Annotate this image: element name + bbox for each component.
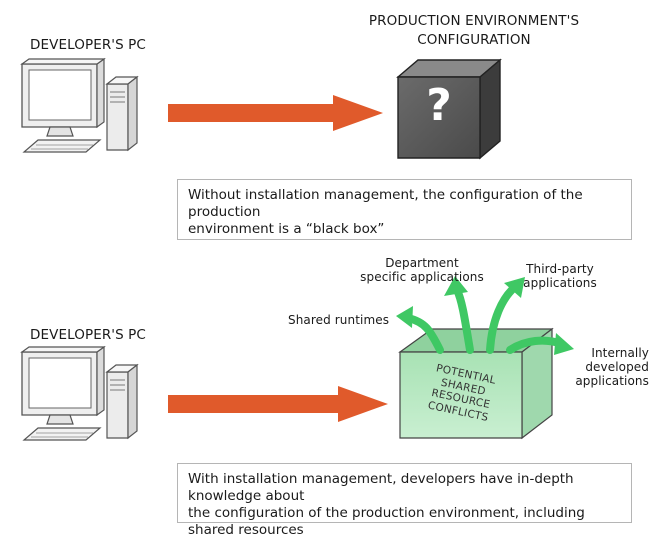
caption-top-line2: environment is a “black box”	[188, 221, 385, 237]
internal-apps-line1: Internally	[591, 346, 649, 360]
diagram-canvas	[20, 57, 574, 441]
internal-apps-line2: developed	[585, 360, 649, 374]
production-config-label: PRODUCTION ENVIRONMENT'S CONFIGURATION	[354, 12, 594, 50]
caption-box-bottom: With installation management, developers…	[177, 463, 632, 538]
department-apps-line2: specific applications	[360, 270, 484, 284]
third-party-apps-line1: Third-party	[526, 262, 594, 276]
question-mark-icon: ?	[426, 80, 452, 131]
developer-pc-label-bottom: DEVELOPER'S PC	[30, 327, 146, 343]
flow-arrow-top	[168, 95, 383, 131]
caption-top-line1: Without installation management, the con…	[188, 187, 583, 220]
department-apps-line1: Department	[385, 256, 459, 270]
internal-apps-line3: applications	[575, 374, 649, 388]
third-party-apps-line2: applications	[523, 276, 597, 290]
developer-pc-label-top: DEVELOPER'S PC	[30, 37, 146, 53]
third-party-apps-label: Third-party applications	[510, 262, 610, 290]
internal-apps-label: Internally developed applications	[565, 346, 649, 388]
developer-pc-icon-bottom	[20, 345, 139, 441]
developer-pc-icon-top	[20, 57, 139, 153]
caption-box-top: Without installation management, the con…	[177, 179, 632, 240]
production-config-label-line1: PRODUCTION ENVIRONMENT'S	[368, 13, 580, 29]
department-apps-label: Department specific applications	[352, 256, 492, 284]
production-config-label-line2: CONFIGURATION	[417, 32, 531, 48]
shared-runtimes-label: Shared runtimes	[288, 313, 390, 327]
flow-arrow-bottom	[168, 386, 388, 422]
caption-bottom-line1: With installation management, developers…	[188, 471, 574, 504]
green-arrowheads	[396, 276, 574, 355]
black-box-icon	[396, 58, 502, 160]
green-box-icon	[398, 327, 554, 440]
caption-bottom-line2: the configuration of the production envi…	[188, 505, 585, 538]
